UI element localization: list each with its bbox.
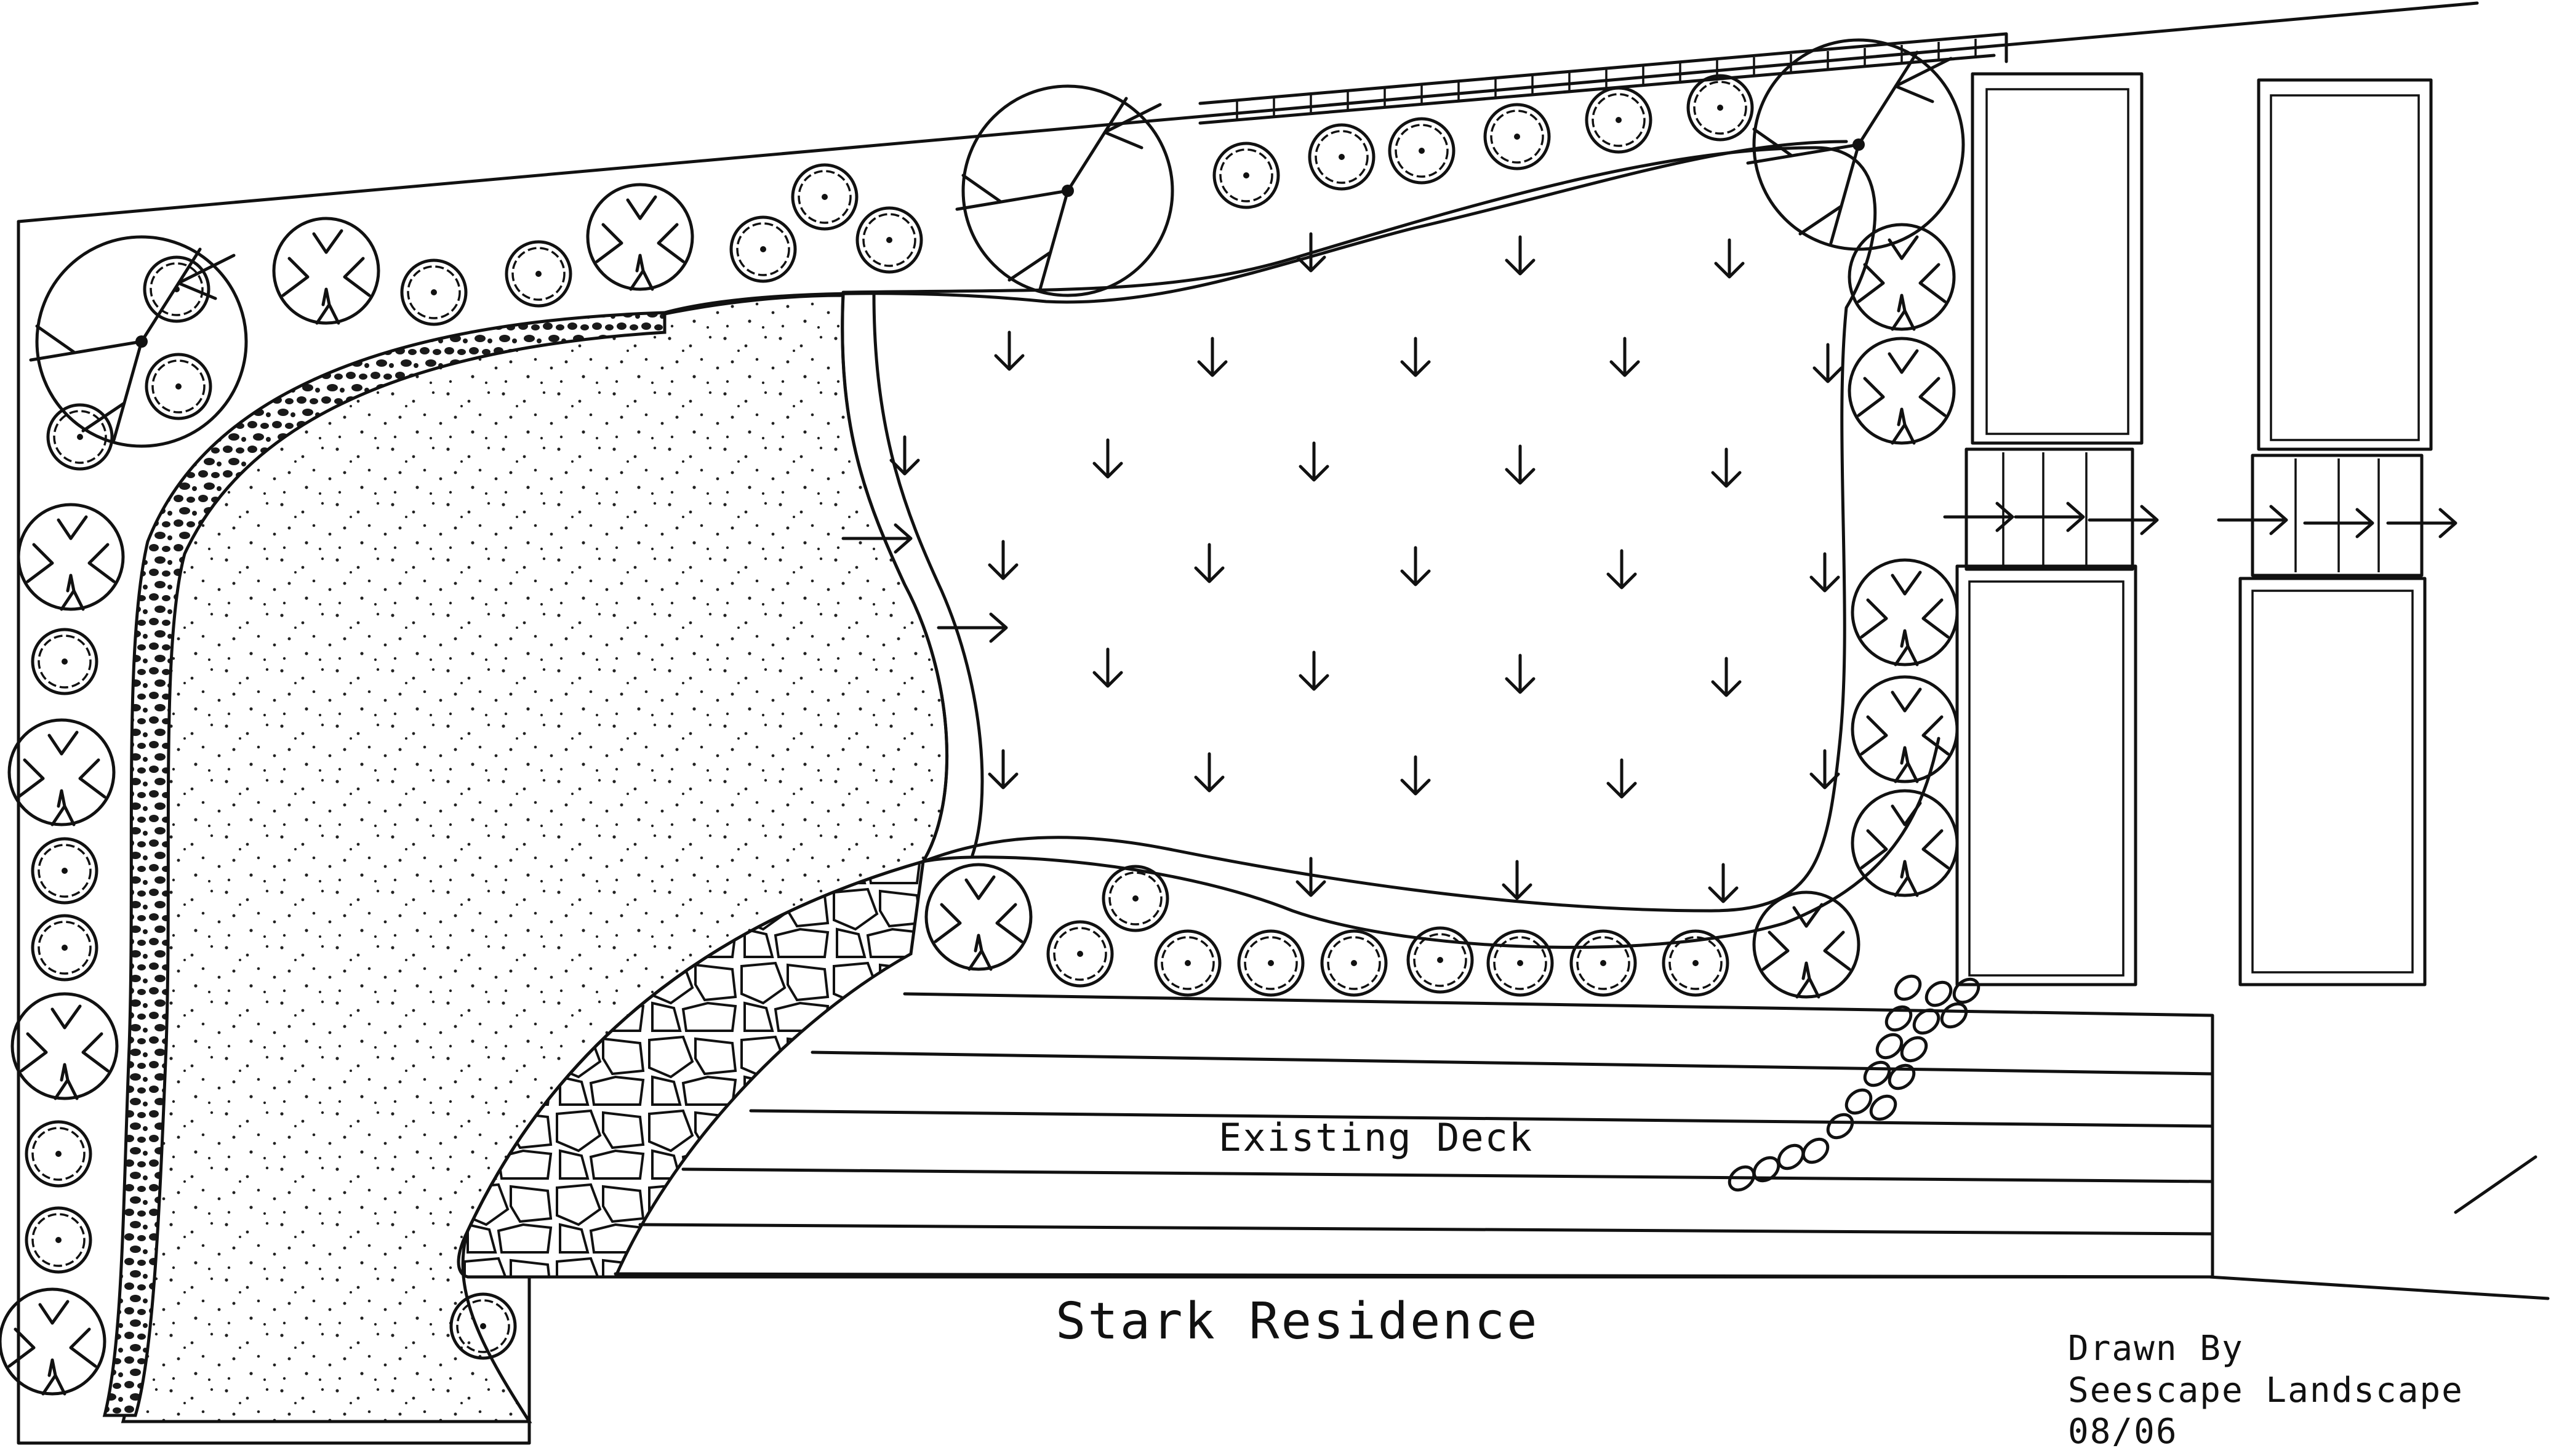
stepping-stones xyxy=(1728,974,1980,1192)
large-tree-icon xyxy=(31,237,246,446)
deciduous-shrub-icon xyxy=(274,218,378,323)
stepping-stone-icon xyxy=(1894,974,1922,1001)
drawing-date: 08/06 xyxy=(2068,1412,2178,1452)
ground-cover xyxy=(891,234,1841,902)
title-block: Stark Residence Drawn By Seescape Landsc… xyxy=(1055,1292,2464,1452)
drawn-by-label: Drawn By xyxy=(2068,1329,2244,1369)
river-rock-border xyxy=(102,311,667,1417)
fence-blocks xyxy=(1198,32,2008,125)
company-name: Seescape Landscape xyxy=(2068,1370,2464,1410)
deck-label: Existing Deck xyxy=(1219,1115,1533,1160)
existing-deck: Existing Deck xyxy=(614,992,2214,1279)
flow-arrows xyxy=(843,503,2456,641)
residence-title: Stark Residence xyxy=(1055,1292,1539,1351)
flagstone-path xyxy=(457,859,925,1279)
raised-beds xyxy=(1955,72,2433,986)
property-boundary xyxy=(17,1,2550,1445)
lawn-bed xyxy=(841,146,1877,913)
evergreen-shrub-icon xyxy=(145,257,209,321)
